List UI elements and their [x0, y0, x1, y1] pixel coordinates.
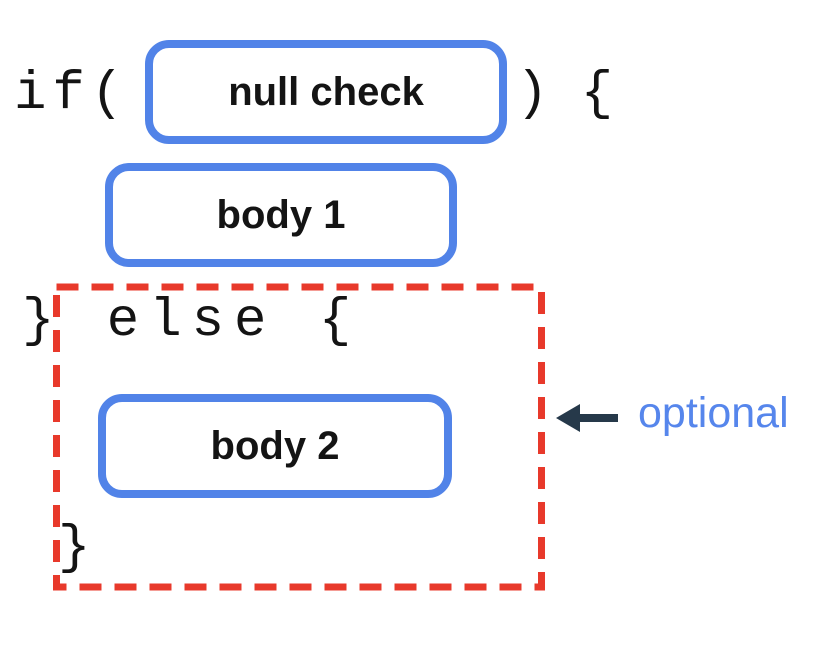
- null-check-box: null check: [145, 40, 507, 144]
- optional-annotation-label: optional: [638, 389, 789, 437]
- body2-label: body 2: [210, 423, 340, 468]
- if-keyword-text: if(: [14, 64, 130, 125]
- body1-label: body 1: [216, 192, 346, 237]
- left-arrow-icon: [556, 404, 618, 432]
- else-keyword-text: } else {: [22, 291, 362, 352]
- null-check-label: null check: [228, 69, 424, 114]
- if-close-paren-brace-text: ) {: [516, 64, 614, 125]
- closing-brace-text: }: [58, 518, 91, 579]
- body2-box: body 2: [98, 394, 452, 498]
- body1-box: body 1: [105, 163, 457, 267]
